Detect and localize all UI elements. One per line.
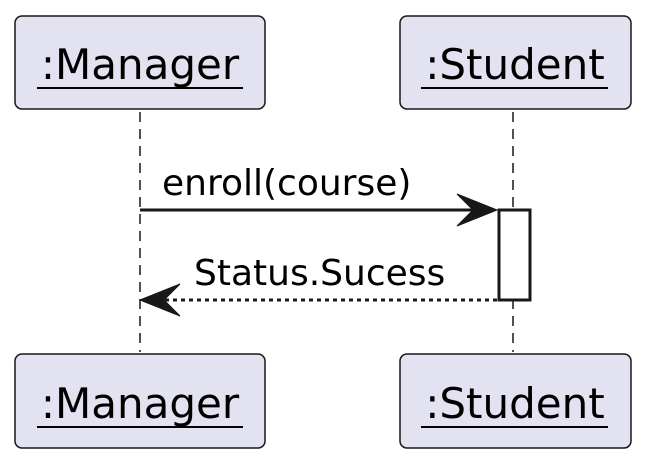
participant-student-top: :Student: [399, 15, 632, 110]
status-message-label: Status.Sucess: [194, 253, 445, 294]
participant-label: :Student: [425, 379, 604, 428]
participant-box: [14, 15, 266, 110]
enroll-arrowhead: [456, 193, 499, 227]
enroll-message-label: enroll(course): [162, 163, 411, 204]
participant-label: :Student: [425, 40, 604, 89]
participant-box: [14, 353, 266, 449]
message-enroll: enroll(course): [140, 163, 499, 227]
participant-student-bottom: :Student: [399, 353, 632, 449]
participant-label: :Manager: [41, 379, 240, 428]
status-arrowhead: [138, 283, 181, 317]
student-activation-bar: [497, 208, 532, 302]
participant-manager-top: :Manager: [14, 15, 266, 110]
participant-manager-bottom: :Manager: [14, 353, 266, 449]
participant-box: [399, 15, 632, 110]
participant-box: [399, 353, 632, 449]
message-status-return: Status.Sucess: [138, 253, 497, 317]
participant-label: :Manager: [41, 40, 240, 89]
